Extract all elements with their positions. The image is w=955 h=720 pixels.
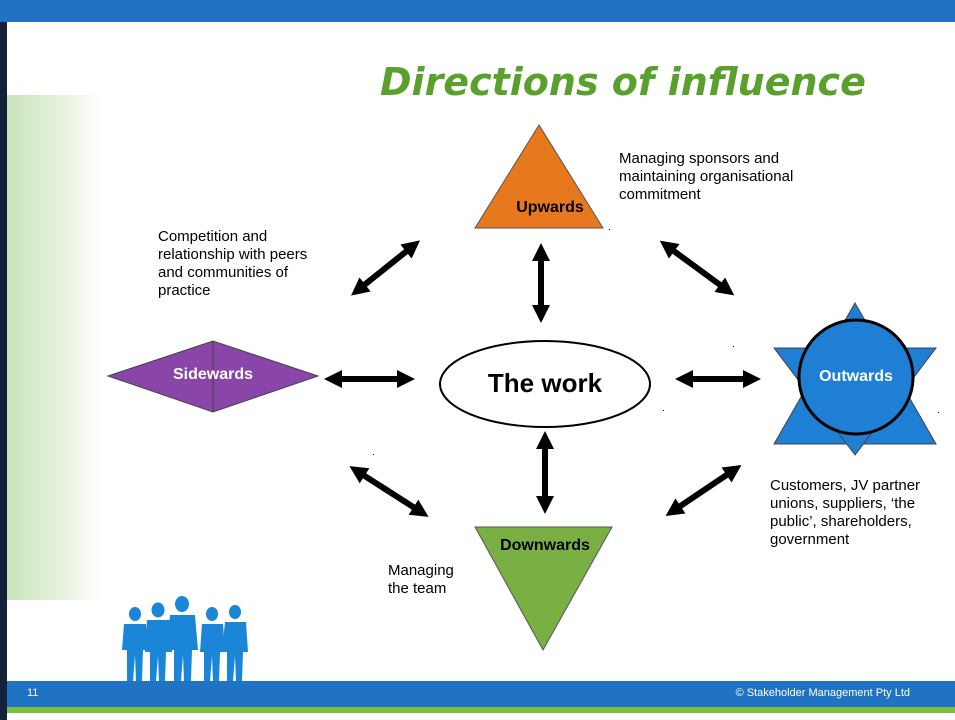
upwards-note-line: maintaining organisational xyxy=(619,168,794,185)
outwards-note: Customers, JV partner unions, suppliers,… xyxy=(770,477,955,549)
center-ellipse xyxy=(439,340,651,428)
top-bar xyxy=(0,0,955,22)
left-bar xyxy=(0,22,7,720)
sidewards-label: Sidewards xyxy=(172,366,254,383)
arrow-up-out xyxy=(659,240,735,296)
footer-bar: 11 © Stakeholder Management Pty Ltd xyxy=(7,681,955,707)
footer-accent xyxy=(7,707,955,713)
outwards-label: Outwards xyxy=(819,368,893,385)
slide-title: Directions of influence xyxy=(380,60,866,104)
outwards-note-line: public’, shareholders, xyxy=(770,513,912,530)
upwards-note: Managing sponsors and maintaining organi… xyxy=(619,150,793,204)
upwards-label: Upwards xyxy=(516,199,584,216)
arrow-down-side xyxy=(349,466,429,517)
sidewards-note-line: and communities of xyxy=(158,264,289,281)
arrow-down-out xyxy=(665,464,742,517)
sidebar-gradient xyxy=(7,95,103,600)
downwards-note-line: Managing xyxy=(388,562,454,579)
people-silhouette-icon xyxy=(122,596,248,681)
sidewards-note-line: relationship with peers xyxy=(158,246,308,263)
center-label: The work xyxy=(487,368,603,398)
arrow-up-side xyxy=(350,240,421,296)
sidewards-note-line: practice xyxy=(158,282,211,299)
sidewards-note: Competition and relationship with peers … xyxy=(158,228,307,300)
downwards-label: Downwards xyxy=(500,537,590,554)
sidewards-note-line: Competition and xyxy=(158,228,268,245)
upwards-note-line: Managing sponsors and xyxy=(619,150,780,167)
downwards-note: Managing the team xyxy=(388,562,454,598)
outwards-note-line: Customers, JV partner xyxy=(770,477,921,494)
outwards-note-line: unions, suppliers, ‘the xyxy=(770,495,916,512)
copyright-text: © Stakeholder Management Pty Ltd xyxy=(735,687,910,699)
downwards-note-line: the team xyxy=(388,580,447,597)
upwards-triangle xyxy=(474,124,604,229)
upwards-note-line: commitment xyxy=(619,186,701,203)
page-number: 11 xyxy=(27,687,39,699)
downwards-triangle xyxy=(474,526,613,652)
outwards-circle xyxy=(797,318,915,436)
outwards-note-line: government xyxy=(770,531,850,548)
